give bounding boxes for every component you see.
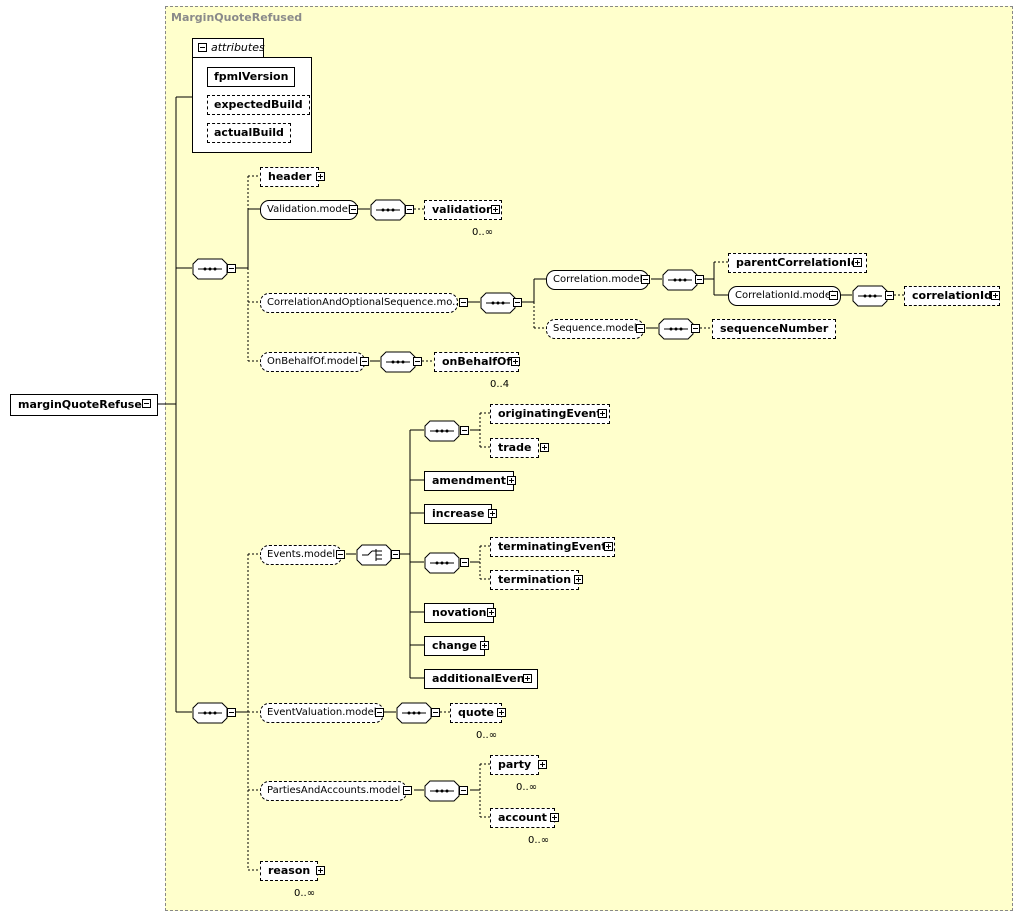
element-quote[interactable]: quote — [450, 703, 502, 723]
onbehalfof-model-collapse-toggle[interactable] — [360, 357, 369, 366]
termination-expand-toggle[interactable] — [574, 575, 583, 584]
element-header[interactable]: header — [260, 167, 320, 187]
validation-sequence-toggle[interactable] — [405, 205, 414, 214]
onbehalfof-sequence-toggle[interactable] — [413, 357, 422, 366]
element-termination[interactable]: termination — [490, 570, 580, 590]
element-terminatingevent[interactable]: terminatingEvent — [490, 537, 615, 557]
novation-expand-toggle[interactable] — [487, 608, 496, 617]
sequence-model-collapse-toggle[interactable] — [636, 324, 645, 333]
reason-expand-toggle[interactable] — [316, 866, 325, 875]
quote-expand-toggle[interactable] — [497, 708, 506, 717]
correlationid-model-collapse-toggle[interactable] — [829, 291, 838, 300]
group-sequence-model[interactable]: Sequence.model — [546, 319, 644, 339]
sequence-compositor-icon — [380, 351, 416, 373]
events-choice-toggle[interactable] — [391, 550, 400, 559]
originatingevent-expand-toggle[interactable] — [598, 409, 607, 418]
eventvaluation-model-collapse-toggle[interactable] — [375, 708, 384, 717]
root-element[interactable]: marginQuoteRefused — [10, 394, 158, 416]
element-sequencenumber[interactable]: sequenceNumber — [712, 319, 837, 339]
onbehalfof-expand-toggle[interactable] — [511, 357, 520, 366]
root-element-label: marginQuoteRefused — [18, 398, 150, 411]
sequence-compositor-icon — [424, 780, 460, 802]
sequence-compositor-icon — [192, 702, 228, 724]
parties-sequence-toggle[interactable] — [459, 786, 468, 795]
attribute-actualbuild[interactable]: actualBuild — [207, 123, 291, 143]
element-party[interactable]: party — [490, 755, 540, 775]
correlation-sequence-toggle[interactable] — [695, 275, 704, 284]
party-expand-toggle[interactable] — [538, 760, 547, 769]
element-onbehalfof[interactable]: onBehalfOf — [434, 352, 520, 372]
complex-type-title: MarginQuoteRefused — [171, 11, 303, 24]
element-novation[interactable]: novation — [424, 603, 495, 623]
element-increase[interactable]: increase — [424, 504, 493, 524]
correlation-model-collapse-toggle[interactable] — [641, 275, 650, 284]
parentcorrelationid-expand-toggle[interactable] — [853, 258, 862, 267]
reason-cardinality: 0..∞ — [294, 888, 316, 899]
element-trade[interactable]: trade — [490, 438, 540, 458]
element-account[interactable]: account — [490, 808, 555, 828]
group-correlation-and-optional-sequence[interactable]: CorrelationAndOptionalSequence.mo... — [260, 293, 458, 313]
element-originatingevent[interactable]: originatingEvent — [490, 404, 610, 424]
group-correlation-model[interactable]: Correlation.model — [546, 270, 650, 290]
attributes-label: attributes — [211, 41, 265, 54]
parties-model-collapse-toggle[interactable] — [403, 786, 412, 795]
eventvaluation-sequence-toggle[interactable] — [431, 708, 440, 717]
terminating-sequence-toggle[interactable] — [460, 558, 469, 567]
element-change[interactable]: change — [424, 636, 485, 656]
lower-sequence-collapse-toggle[interactable] — [227, 708, 236, 717]
group-eventvaluation-model[interactable]: EventValuation.model — [260, 703, 384, 723]
group-onbehalfof-model[interactable]: OnBehalfOf.model — [260, 352, 365, 372]
attributes-collapse-toggle[interactable] — [198, 43, 207, 52]
quote-cardinality: 0..∞ — [476, 730, 498, 741]
element-correlationid[interactable]: correlationId — [904, 286, 1000, 306]
validation-model-collapse-toggle[interactable] — [349, 205, 358, 214]
root-collapse-toggle[interactable] — [142, 399, 151, 408]
element-additionalevent[interactable]: additionalEvent — [424, 669, 538, 689]
account-cardinality: 0..∞ — [528, 835, 550, 846]
originating-sequence-toggle[interactable] — [460, 426, 469, 435]
trade-expand-toggle[interactable] — [540, 443, 549, 452]
sequence-compositor-icon — [424, 420, 460, 442]
validation-expand-toggle[interactable] — [491, 205, 500, 214]
account-expand-toggle[interactable] — [550, 813, 559, 822]
sequence-compositor-icon — [192, 258, 228, 280]
group-correlationid-model[interactable]: CorrelationId.model — [728, 286, 841, 306]
element-reason[interactable]: reason — [260, 861, 319, 881]
sequence-compositor-icon — [662, 269, 698, 291]
validation-cardinality: 0..∞ — [472, 227, 494, 238]
change-expand-toggle[interactable] — [480, 641, 489, 650]
increase-expand-toggle[interactable] — [488, 509, 497, 518]
choice-compositor-icon — [356, 544, 392, 566]
element-amendment[interactable]: amendment — [424, 471, 515, 491]
sequence-compositor-icon — [370, 199, 406, 221]
events-model-collapse-toggle[interactable] — [336, 550, 345, 559]
correlation-seq-sequence-toggle[interactable] — [513, 298, 522, 307]
group-validation-model[interactable]: Validation.model — [260, 200, 358, 220]
onbehalfof-cardinality: 0..4 — [490, 379, 510, 390]
party-cardinality: 0..∞ — [516, 782, 538, 793]
attributes-tab: attributes — [192, 38, 265, 58]
attribute-expectedbuild[interactable]: expectedBuild — [207, 95, 310, 115]
terminatingevent-expand-toggle[interactable] — [604, 542, 613, 551]
complex-type-frame — [165, 6, 1013, 911]
sequence-compositor-icon — [424, 552, 460, 574]
amendment-expand-toggle[interactable] — [507, 476, 516, 485]
header-expand-toggle[interactable] — [316, 172, 325, 181]
additionalevent-expand-toggle[interactable] — [523, 674, 532, 683]
sequence-compositor-icon — [658, 318, 694, 340]
sequence-collapse-toggle[interactable] — [227, 264, 236, 273]
element-parentcorrelationid[interactable]: parentCorrelationId — [728, 253, 867, 273]
attribute-fpmlversion[interactable]: fpmlVersion — [207, 67, 296, 87]
sequence-compositor-icon — [396, 702, 432, 724]
element-validation[interactable]: validation — [424, 200, 502, 220]
group-partiesandaccounts-model[interactable]: PartiesAndAccounts.model — [260, 781, 408, 801]
correlationid-expand-toggle[interactable] — [991, 291, 1000, 300]
group-events-model[interactable]: Events.model — [260, 545, 343, 565]
sequence-compositor-icon — [852, 285, 888, 307]
sequence-compositor-icon — [480, 292, 516, 314]
sequence-model-sequence-toggle[interactable] — [691, 324, 700, 333]
correlationid-sequence-toggle[interactable] — [885, 291, 894, 300]
correlation-seq-collapse-toggle[interactable] — [459, 298, 468, 307]
